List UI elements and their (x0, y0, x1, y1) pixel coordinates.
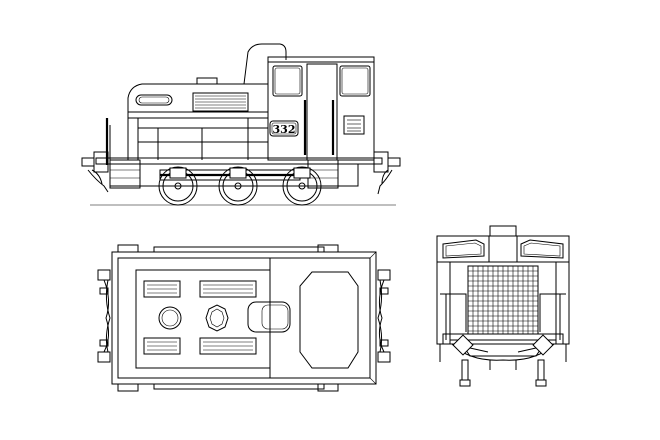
plan-filler-cap (158, 306, 182, 330)
engine-hood (127, 83, 268, 160)
plan-air-tank (247, 301, 291, 333)
plan-roof-hatch (299, 271, 359, 369)
front-window-right (520, 239, 564, 259)
plan-louver-4 (199, 337, 257, 355)
battery-box-left (109, 159, 141, 189)
hood-louver-left (135, 94, 173, 106)
frame (95, 157, 383, 165)
hood-grille (192, 92, 249, 112)
plan-louver-3 (143, 337, 181, 355)
plan-louver-2 (199, 280, 257, 298)
cab-vent (343, 115, 365, 135)
cab-window-right (339, 65, 371, 97)
plan-frame (111, 251, 377, 385)
front-elevation-view (436, 225, 570, 387)
cab-body (267, 56, 375, 161)
side-elevation-view: 332 (81, 43, 401, 206)
handrail-left (440, 293, 467, 332)
number-plate (269, 120, 299, 137)
front-buffer-beam (442, 333, 564, 345)
plan-view (97, 244, 391, 392)
plan-exhaust (205, 304, 229, 332)
radiator-cap (196, 77, 218, 85)
plan-coupler-left (97, 269, 111, 363)
locomotive-number: 332 (273, 123, 296, 136)
plan-coupler-right (377, 269, 391, 363)
plan-cab-roof (269, 257, 371, 379)
buffer-left (81, 157, 95, 167)
front-window-left (442, 239, 485, 259)
buffer-right (387, 157, 401, 167)
front-cab (436, 235, 570, 263)
handrail-right (539, 293, 566, 332)
cab-window-left (272, 65, 303, 97)
plan-louver-1 (143, 280, 181, 298)
